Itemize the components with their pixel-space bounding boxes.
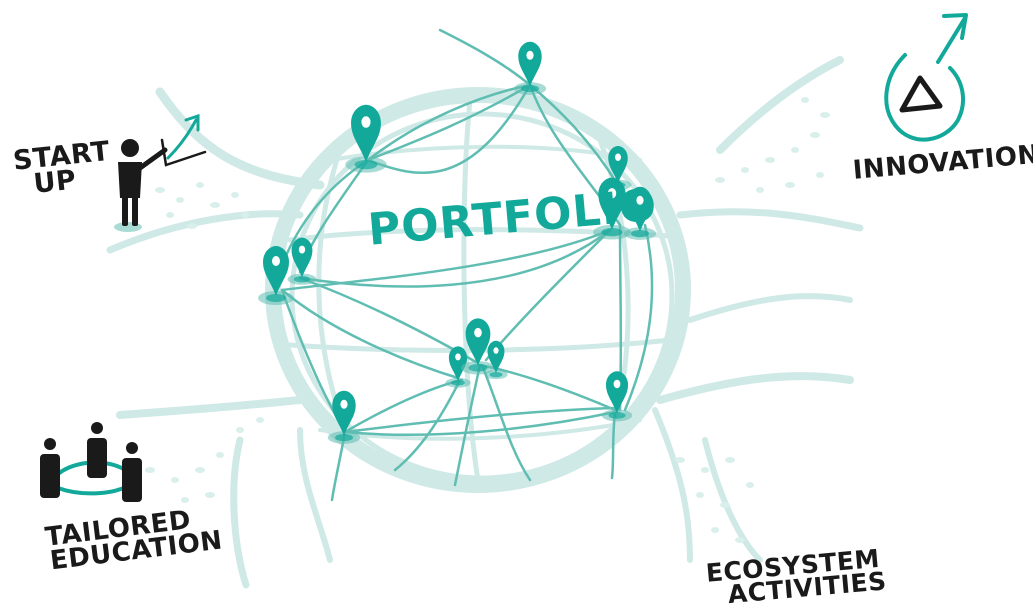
background-dots: [145, 97, 830, 543]
connection-lines: [280, 28, 654, 502]
map-pin-icon: [484, 340, 508, 380]
map-pin-icon: [601, 371, 633, 422]
map-pin-icon: [258, 246, 294, 305]
map-pin-icon: [513, 41, 547, 95]
background-swoosh-lines: [106, 56, 864, 589]
group-of-people-icon: [40, 422, 142, 502]
start-up-label: START UP: [12, 136, 114, 200]
presenter-with-growth-arrow-icon: [114, 113, 207, 232]
triangle-with-arrow-icon: [884, 13, 968, 142]
